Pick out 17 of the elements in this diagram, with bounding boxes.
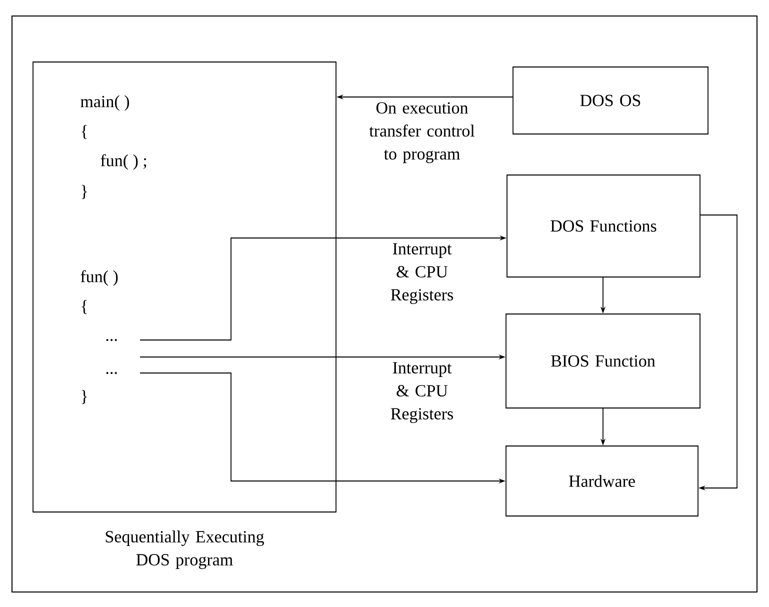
- edge-label: Interrupt & CPU Registers: [378, 361, 466, 424]
- code-line: ...: [106, 338, 117, 341]
- code-line: fun( ) ;: [100, 154, 146, 170]
- code-line: main( ): [80, 95, 130, 111]
- code-line: }: [82, 184, 87, 200]
- edge-label: On execution transfer control to program: [351, 101, 493, 164]
- node-label: Sequentially Executing DOS program: [106, 530, 264, 569]
- code-line: {: [82, 124, 87, 140]
- code-line: ...: [106, 372, 117, 374]
- edge-label: Interrupt & CPU Registers: [378, 242, 466, 305]
- process-box: Hardware: [506, 446, 698, 516]
- process-box: DOS OS: [512, 66, 708, 134]
- process-box: DOS Functions: [506, 174, 700, 278]
- code-line: fun( ): [80, 270, 118, 286]
- process-box: BIOS Function: [506, 314, 700, 408]
- code-line: }: [82, 390, 87, 404]
- code-line: {: [82, 300, 87, 314]
